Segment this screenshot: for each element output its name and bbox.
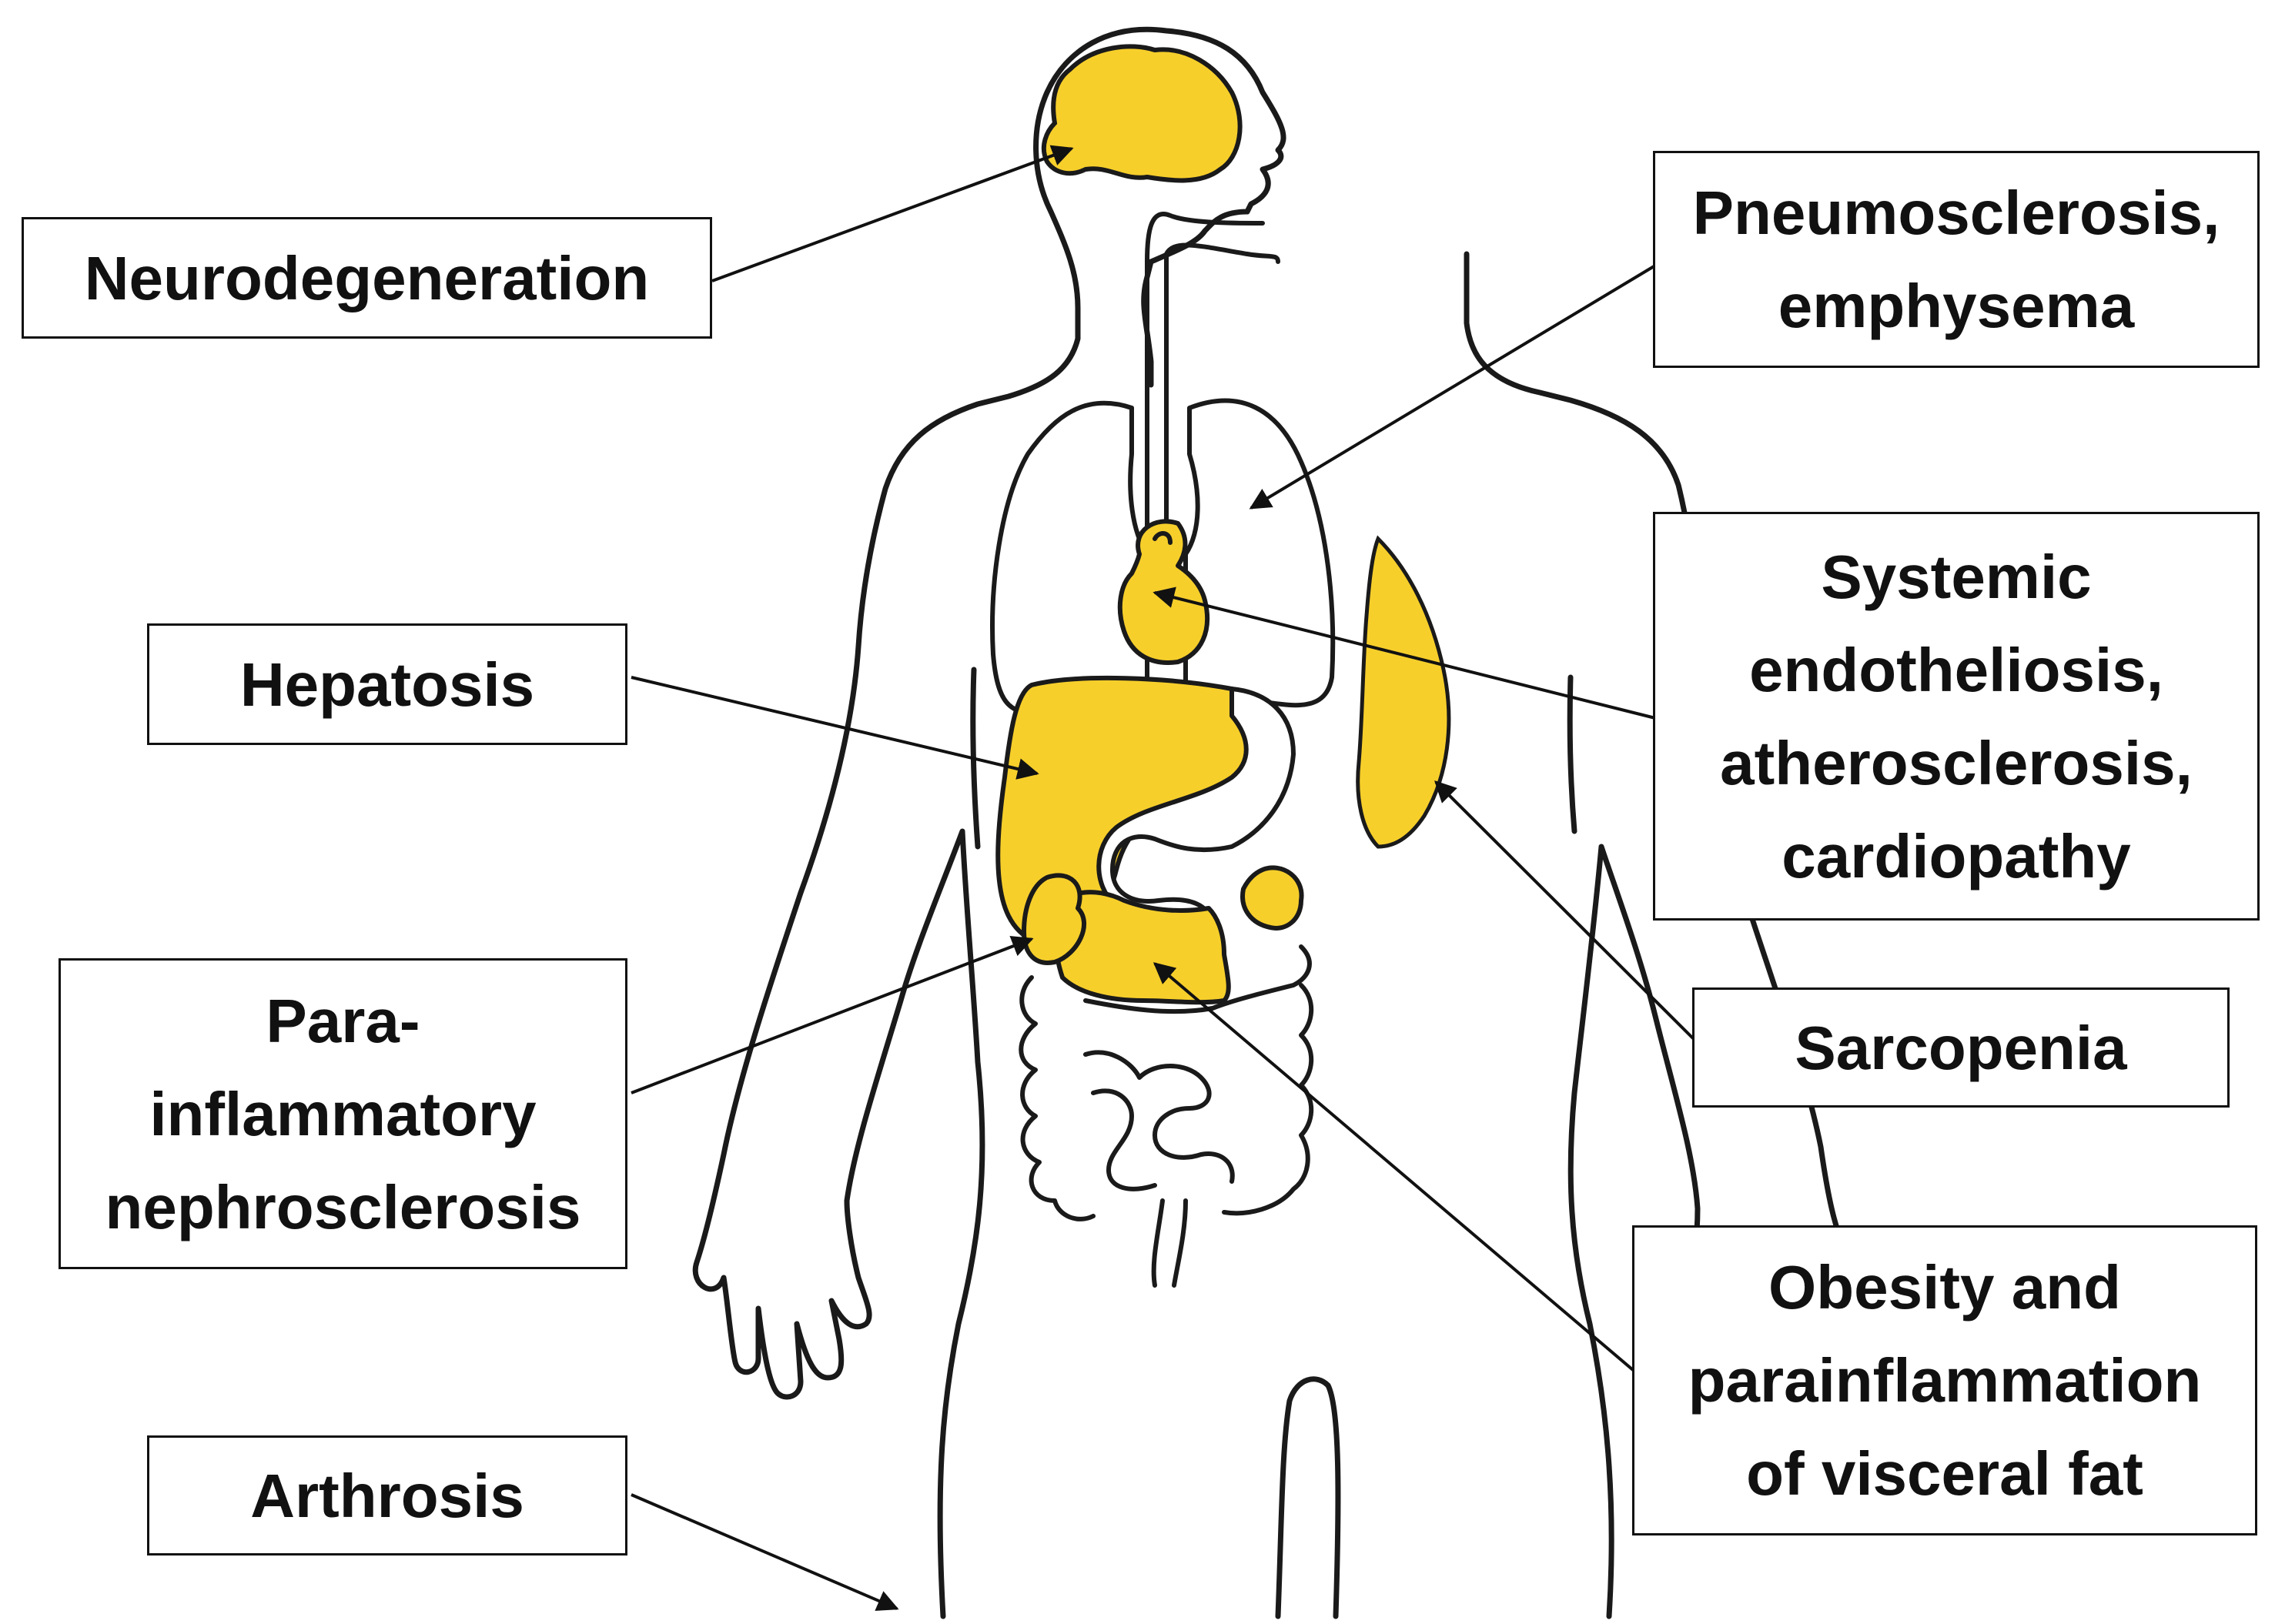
arrow-nephrosclerosis [631,935,1034,1094]
label-hepatosis-text: Hepatosis [239,650,535,719]
brain-shape [1041,44,1243,183]
arrow-obesity [1153,962,1639,1375]
arrow-neurodegeneration [711,145,1074,282]
label-sarcopenia-text: Sarcopenia [1795,1013,2127,1082]
label-neurodegeneration: Neurodegeneration [22,217,712,339]
arrow-hepatosis [631,676,1039,780]
label-nephrosclerosis-text: Para- inflammatory nephrosclerosis [105,986,581,1241]
label-systemic-text: Systemic endotheliosis, atherosclerosis,… [1720,542,2193,891]
label-systemic: Systemic endotheliosis, atherosclerosis,… [1653,512,2260,921]
arrow-systemic [1153,586,1656,720]
label-pneumosclerosis: Pneumosclerosis, emphysema [1653,151,2260,368]
label-sarcopenia: Sarcopenia [1692,987,2230,1108]
pointer-arrows [631,145,1699,1611]
label-obesity-text: Obesity and parainflammation of visceral… [1688,1253,2202,1508]
label-neurodegeneration-text: Neurodegeneration [84,243,650,312]
label-hepatosis: Hepatosis [147,623,627,745]
arrow-sarcopenia [1434,780,1699,1044]
label-nephrosclerosis: Para- inflammatory nephrosclerosis [59,958,627,1269]
label-arthrosis-text: Arthrosis [250,1461,524,1530]
arm-muscle-shape [1356,535,1451,849]
arrow-pneumosclerosis [1249,264,1657,510]
label-obesity: Obesity and parainflammation of visceral… [1632,1225,2257,1535]
label-arthrosis: Arthrosis [147,1435,627,1555]
organ-outlines [990,212,1336,1288]
label-pneumosclerosis-text: Pneumosclerosis, emphysema [1692,179,2220,340]
arrow-arthrosis [631,1493,899,1611]
